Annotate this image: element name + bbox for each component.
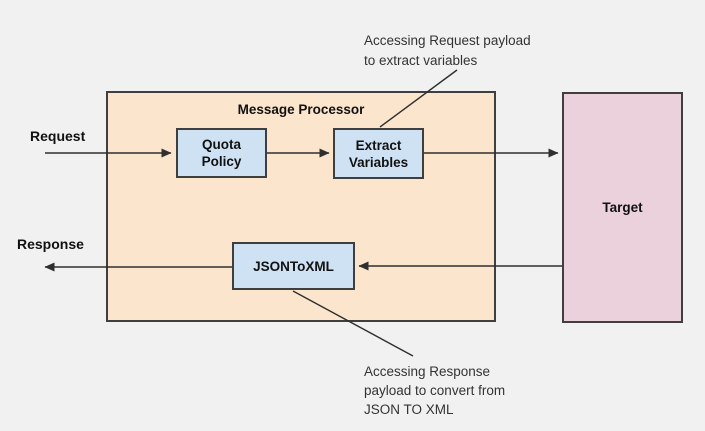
node-target: Target	[562, 92, 683, 323]
node-quota-policy: Quota Policy	[176, 128, 267, 178]
node-extract-variables: Extract Variables	[333, 128, 424, 179]
message-processor-title: Message Processor	[237, 102, 365, 117]
request-label: Request	[30, 128, 86, 144]
annotation-request-payload: Accessing Request payload to extract var…	[364, 33, 531, 68]
node-jsontoxml: JSONToXML	[232, 242, 355, 290]
response-label: Response	[17, 236, 84, 252]
annotation-response-payload: Accessing Response payload to convert fr…	[364, 364, 506, 417]
